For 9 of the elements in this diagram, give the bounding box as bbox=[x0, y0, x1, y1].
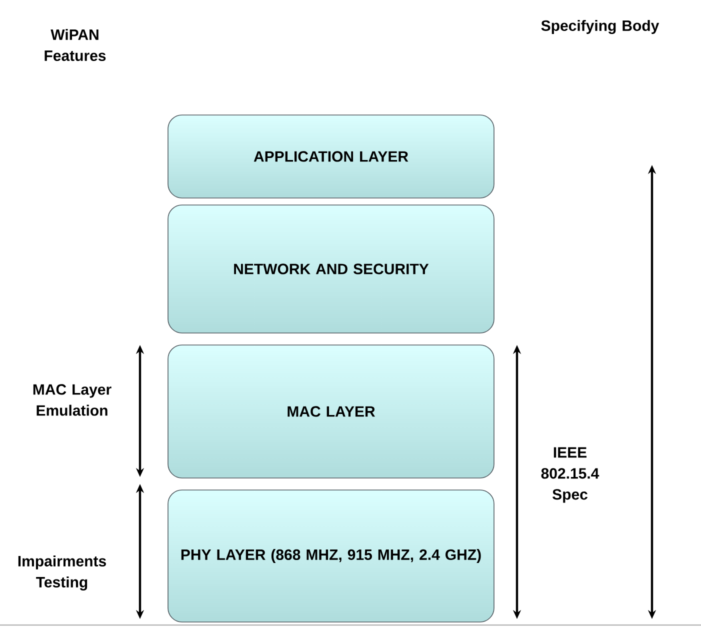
side-label: Impairments Testing bbox=[18, 555, 106, 591]
side-label: IEEE 802.15.4 Spec bbox=[541, 447, 600, 503]
side-label: WiPAN Features bbox=[44, 28, 106, 61]
side-label: MAC Layer Emulation bbox=[33, 384, 112, 416]
layer-box: PHY LAYER (868 MHZ, 915 MHZ, 2.4 GHZ) bbox=[168, 490, 494, 622]
layer-box: APPLICATION LAYER bbox=[168, 114, 494, 198]
side-label: Specifying Body bbox=[541, 20, 660, 34]
layer-box: MAC LAYER bbox=[168, 344, 494, 478]
layer-box: NETWORK AND SECURITY bbox=[168, 204, 494, 334]
